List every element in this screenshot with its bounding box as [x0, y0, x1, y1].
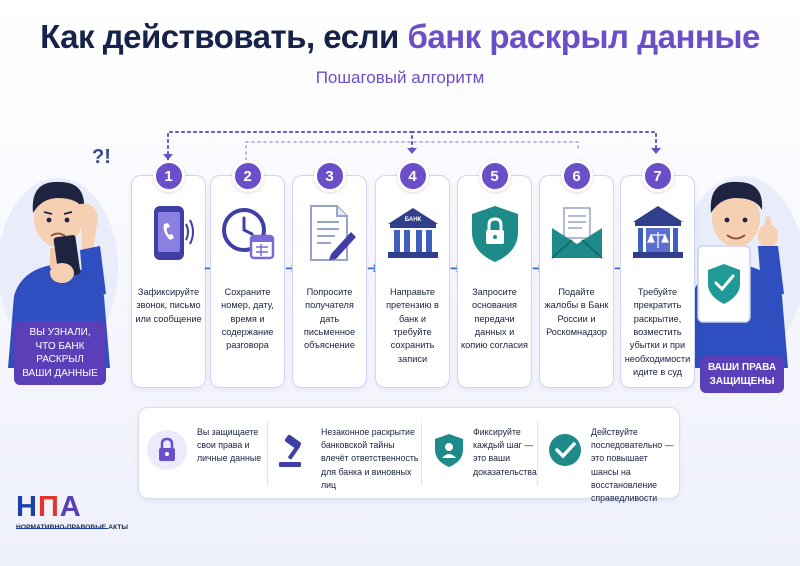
title-accent: банк раскрыл данные [407, 18, 760, 55]
document-pen-icon [309, 205, 356, 261]
info-text: Незаконное раскрытие банковской тайны вл… [321, 427, 419, 490]
step-text: Попросите получателя дать письменное объ… [303, 287, 356, 351]
info-item-4: Действуйте последовательно — это повышае… [545, 422, 675, 503]
divider [537, 422, 538, 486]
step-number: 2 [231, 160, 264, 192]
title-main: Как действовать, если [40, 18, 408, 55]
envelope-icon [550, 207, 603, 259]
info-item-3: Фиксируйте каждый шаг — это ваши доказат… [429, 422, 537, 488]
logo-letter: Н [16, 491, 38, 523]
divider [421, 422, 422, 486]
step-card-7: 7 Требуйте прекратить раскрытие, возмест… [620, 160, 695, 388]
check-circle-icon [545, 430, 585, 470]
dotted-connector [163, 131, 661, 161]
step-card-3: 3 Попросите получателя дать письменное о… [292, 160, 367, 388]
right-badge-line1: ВАШИ ПРАВА [707, 362, 777, 373]
gavel-icon [275, 430, 315, 470]
left-status-badge: ВЫ УЗНАЛИ, ЧТО БАНК РАСКРЫЛ ВАШИ ДАННЫЕ [14, 321, 106, 385]
step-card-5: 5 Запросите основания передачи данных и … [457, 160, 532, 388]
step-card-4: 4 БАНК Направьте претензию в банк и треб… [375, 160, 450, 388]
info-text: Фиксируйте каждый шаг — это ваши доказат… [473, 427, 537, 477]
logo-letters: НПА [16, 492, 108, 522]
step-text: Сохраните номер, дату, время и содержани… [221, 287, 274, 351]
step-card-1: 1 Зафиксируйте звонок, письмо или сообще… [131, 160, 206, 388]
right-status-badge: ВАШИ ПРАВА ЗАЩИЩЕНЫ [700, 356, 784, 393]
step-number: 4 [396, 160, 429, 192]
info-item-1: Вы защищаете свои права и личные данные [147, 422, 265, 488]
info-text: Вы защищаете свои права и личные данные [197, 427, 262, 464]
step-text: Подайте жалобы в Банк России и Роскомнад… [544, 287, 609, 338]
info-panel: Вы защищаете свои права и личные данные … [138, 407, 680, 503]
left-badge-line2: ЧТО БАНК РАСКРЫЛ [35, 340, 85, 366]
info-item-2: Незаконное раскрытие банковской тайны вл… [275, 422, 421, 490]
step-text: Направьте претензию в банк и требуйте со… [386, 287, 439, 364]
step-number: 6 [560, 160, 593, 192]
bank-icon-label: БАНК [404, 217, 421, 223]
court-icon [632, 206, 683, 258]
phone-icon [153, 206, 194, 260]
page-title: Как действовать, если банк раскрыл данны… [0, 18, 800, 56]
step-text: Зафиксируйте звонок, письмо или сообщени… [135, 287, 202, 324]
bank-icon: БАНК [387, 208, 438, 258]
question-exclamation-icon: ?! [92, 146, 111, 168]
clock-calendar-icon [221, 208, 274, 260]
npa-logo: НПА НОРМАТИВНО-ПРАВОВЫЕ АКТЫ [16, 492, 129, 540]
left-badge-line3: ВАШИ ДАННЫЕ [22, 367, 98, 379]
step-card-6: 6 Подайте жалобы в Банк России и Роскомн… [539, 160, 614, 388]
logo-caption: НОРМАТИВНО-ПРАВОВЫЕ АКТЫ [16, 524, 129, 531]
shield-person-icon [429, 430, 469, 470]
left-badge-line1: ВЫ УЗНАЛИ, [29, 327, 91, 338]
step-number: 5 [478, 160, 511, 192]
confident-person-illustration [680, 176, 800, 368]
divider [267, 422, 268, 486]
shield-lock-icon [471, 206, 518, 262]
step-number: 7 [641, 160, 674, 192]
step-text: Запросите основания передачи данных и ко… [461, 287, 528, 351]
logo-letter: П [37, 491, 60, 523]
padlock-icon [147, 430, 187, 470]
step-text: Требуйте прекратить раскрытие, возместит… [624, 287, 691, 378]
logo-letter: А [59, 491, 82, 523]
step-number: 1 [152, 160, 185, 192]
logo-underline [16, 528, 108, 529]
info-text: Действуйте последовательно — это повышае… [591, 427, 674, 503]
right-badge-line2: ЗАЩИЩЕНЫ [709, 375, 775, 387]
step-number: 3 [313, 160, 346, 192]
page-subtitle: Пошаговый алгоритм [315, 68, 485, 87]
step-card-2: 2 Сохраните номер, дату, время и содержа… [210, 160, 285, 388]
